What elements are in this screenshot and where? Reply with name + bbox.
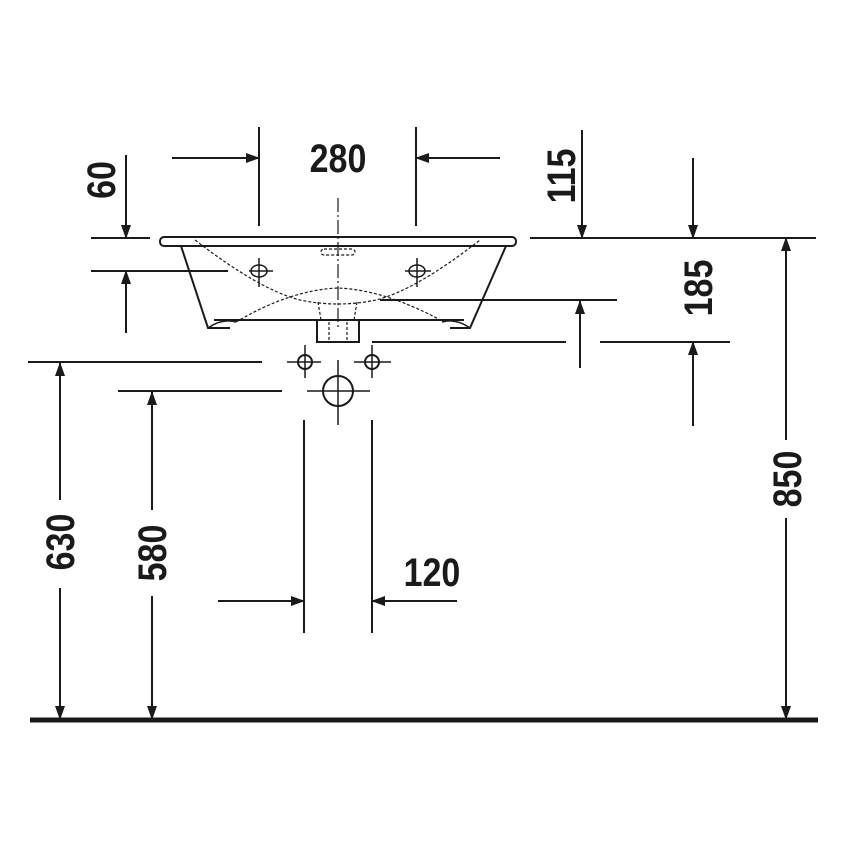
dim-60: 60 <box>78 155 228 333</box>
waste-outlet <box>316 319 360 343</box>
dim-label: 630 <box>37 514 82 571</box>
dim-185: 185 <box>372 158 730 426</box>
dim-label: 185 <box>675 260 720 317</box>
dim-label: 115 <box>538 149 583 204</box>
dim-label: 120 <box>404 549 461 594</box>
basin-body <box>180 245 507 329</box>
bowl-hidden-line <box>194 239 481 305</box>
dim-120: 120 <box>218 420 460 633</box>
dim-630: 630 <box>28 361 262 720</box>
dim-label: 280 <box>310 135 367 180</box>
dim-label: 60 <box>78 161 123 199</box>
wall-connections <box>287 345 391 425</box>
washbasin <box>159 198 517 343</box>
dim-115: 115 <box>530 130 816 239</box>
dim-580: 580 <box>118 390 282 720</box>
dim-label: 580 <box>129 525 174 582</box>
dim-label: 850 <box>764 451 809 508</box>
dim-280: 280 <box>172 127 500 226</box>
dim-850: 850 <box>764 237 810 720</box>
